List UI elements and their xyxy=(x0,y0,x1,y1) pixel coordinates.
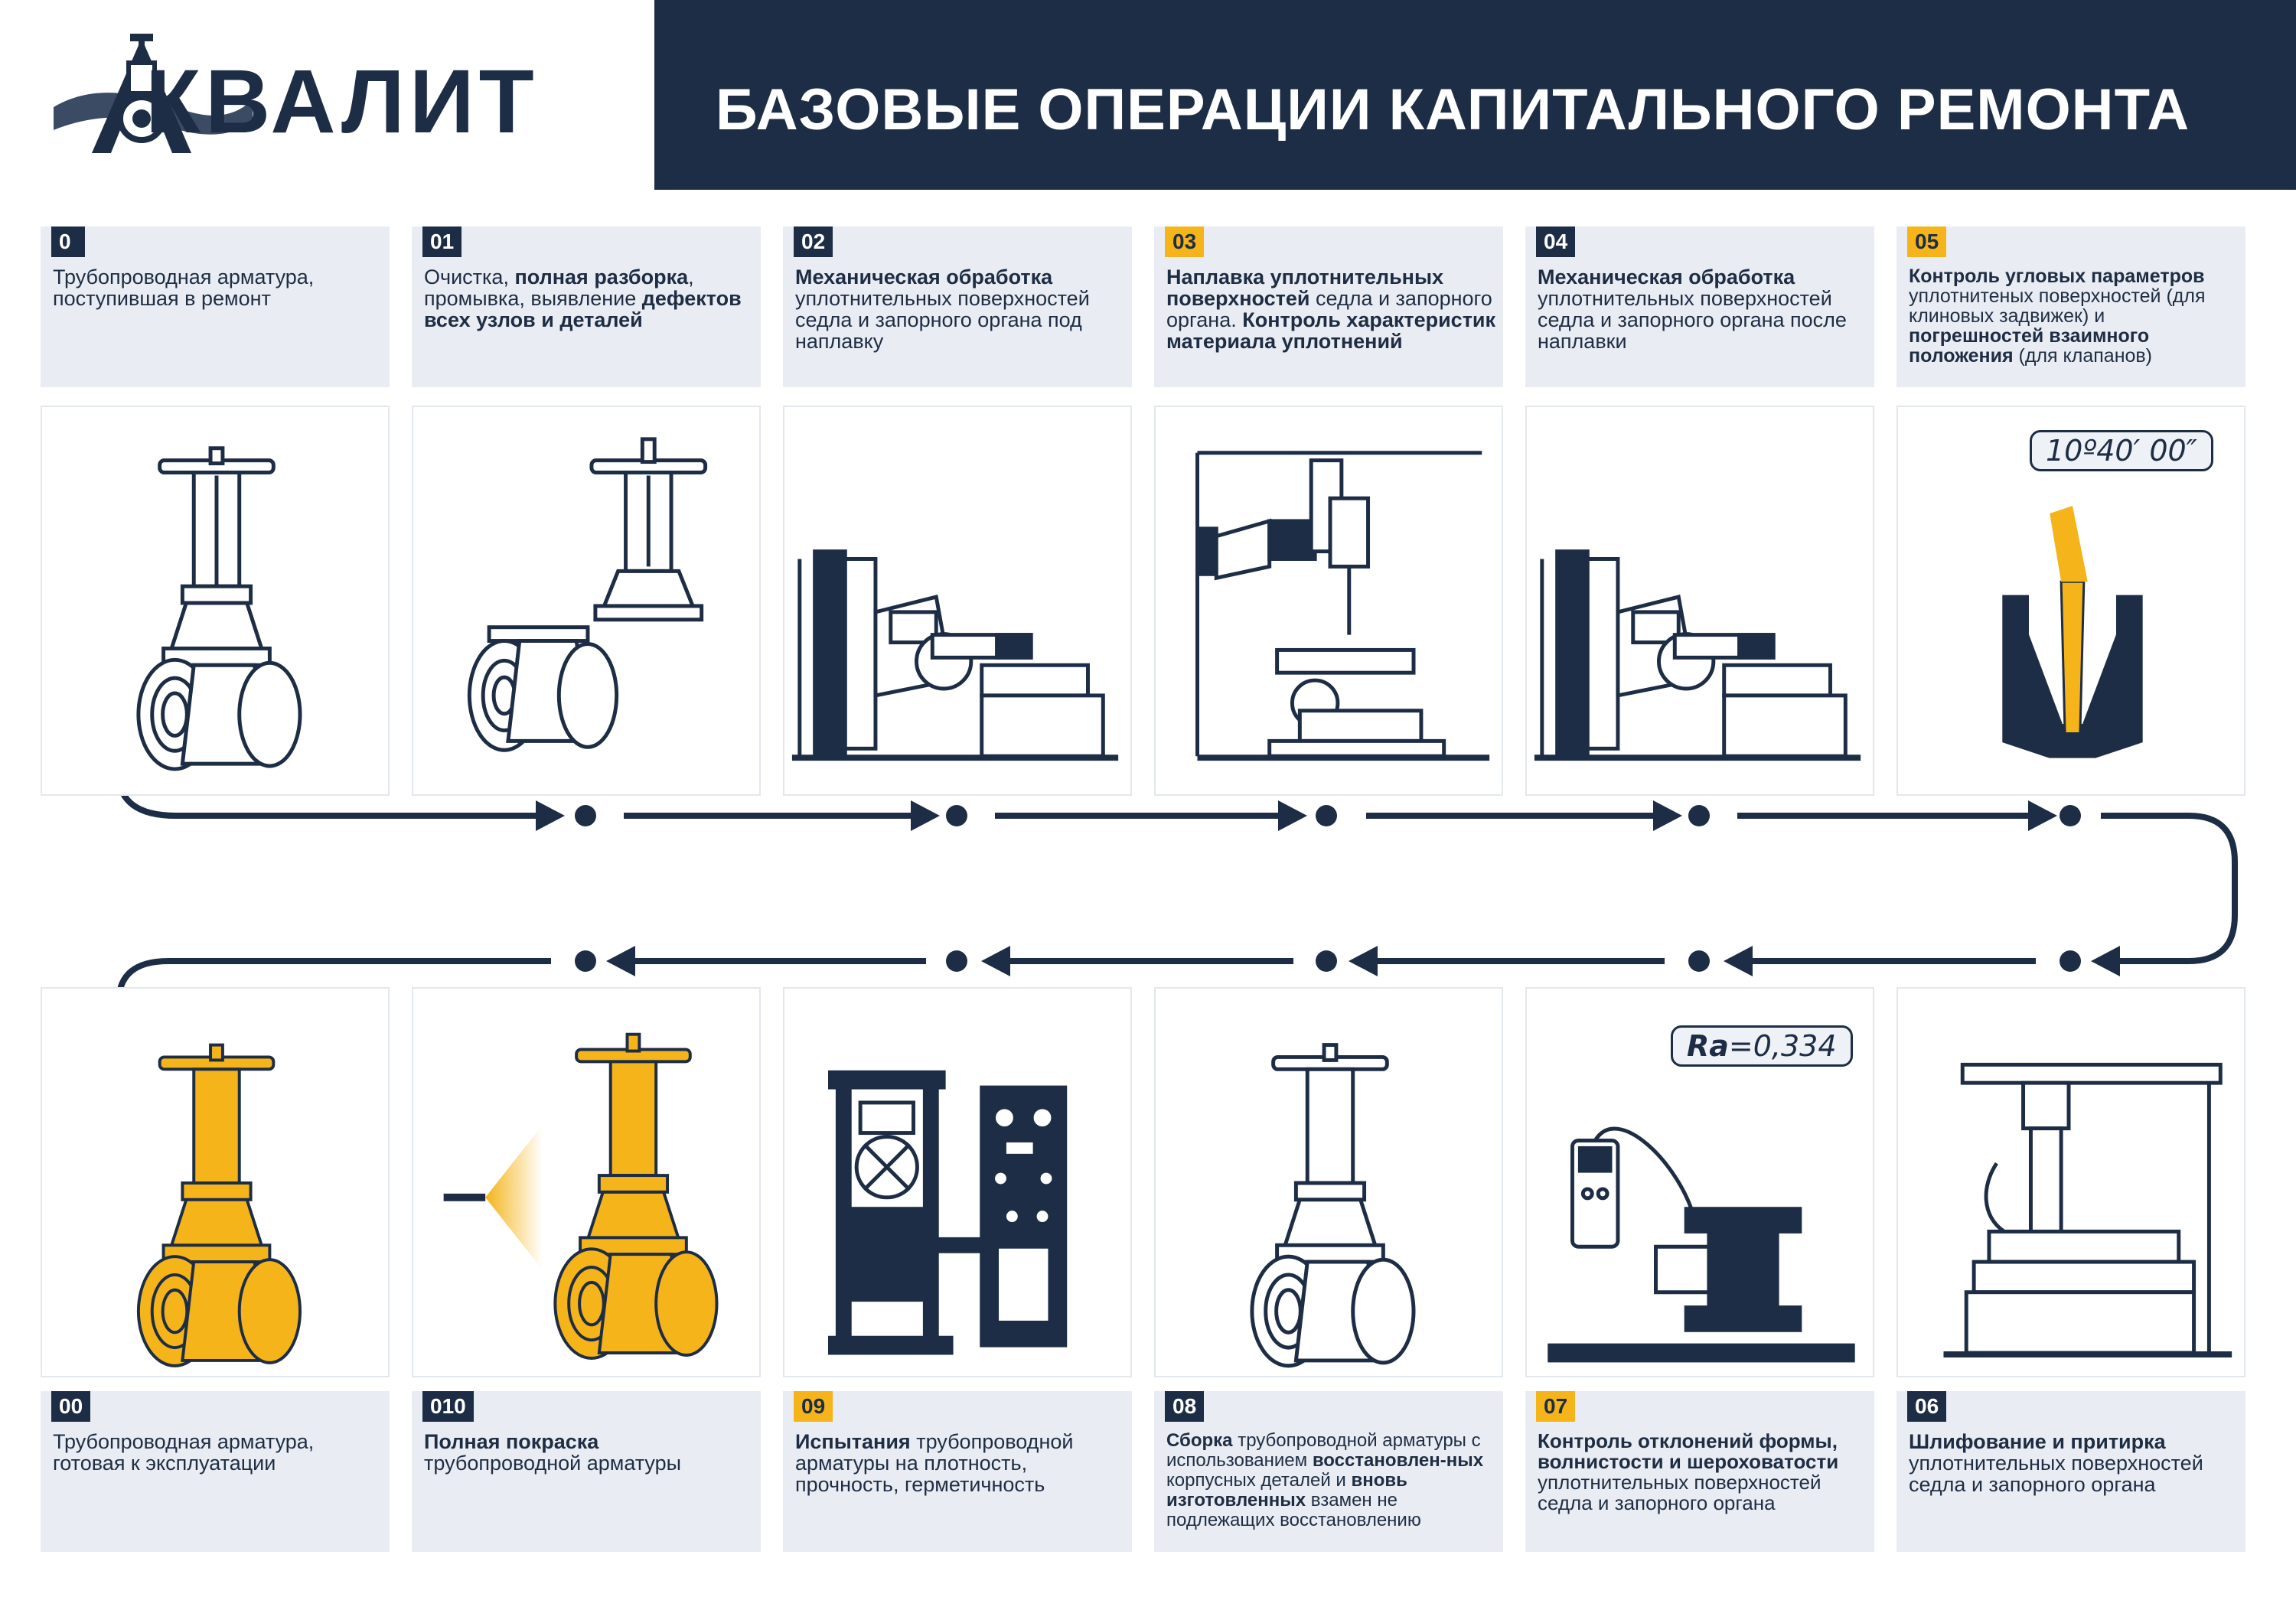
step-number: 02 xyxy=(794,227,833,257)
step-number: 00 xyxy=(51,1391,91,1422)
roughness-tester-icon xyxy=(1548,1126,1855,1363)
step-07-description: 07 Контроль отклонений формы, волнистост… xyxy=(1525,1391,1874,1552)
step-text: Контроль угловых параметров уплотнитеных… xyxy=(1909,266,2206,367)
step-text: Трубопроводная арматура, готовая к экспл… xyxy=(53,1430,315,1475)
step-03-description: 03 Наплавка уплотнительных поверхностей … xyxy=(1154,227,1503,387)
step-010-description: 010 Полная покраска трубопроводной армат… xyxy=(412,1391,761,1552)
step-number: 05 xyxy=(1907,227,1947,257)
step-number: 010 xyxy=(422,1391,474,1422)
company-logo xyxy=(46,23,597,161)
assembled-gate-valve-icon xyxy=(1250,1043,1416,1368)
step-00-illustration xyxy=(41,987,390,1377)
welding-robot-icon xyxy=(1195,451,1490,761)
step-text: Контроль отклонений формы, волнистости и… xyxy=(1538,1429,1839,1514)
gate-valve-icon xyxy=(136,446,302,771)
step-text: Механическая обработка уплотнительных по… xyxy=(1538,266,1847,353)
step-text: Сборка трубопроводной арматуры с использ… xyxy=(1166,1430,1484,1530)
step-06-illustration xyxy=(1896,987,2245,1377)
lathe-machining-icon xyxy=(791,549,1119,761)
step-01-illustration xyxy=(412,406,761,796)
roughness-readout-badge: Ra=0,334 xyxy=(1671,1025,1853,1067)
finished-gate-valve-icon xyxy=(136,1043,302,1367)
step-number: 07 xyxy=(1536,1391,1576,1422)
step-010-illustration xyxy=(412,987,761,1377)
step-06-description: 06 Шлифование и притирка уплотнительных … xyxy=(1896,1391,2245,1552)
angle-gauge-icon xyxy=(2002,506,2143,758)
test-bench-icon xyxy=(827,1070,1068,1355)
step-04-illustration xyxy=(1525,406,1874,796)
step-02-description: 02 Механическая обработка уплотнительных… xyxy=(783,227,1132,387)
step-09-illustration xyxy=(783,987,1132,1377)
lapping-machine-icon xyxy=(1943,1062,2232,1357)
step-number: 03 xyxy=(1165,227,1205,257)
step-00-description: 00 Трубопроводная арматура, готовая к эк… xyxy=(41,1391,390,1552)
step-text: Испытания трубопроводной арматуры на пло… xyxy=(795,1430,1074,1496)
step-number: 08 xyxy=(1165,1391,1205,1422)
logo-wordmark: КВАЛИТ xyxy=(145,51,539,152)
step-text: Полная покраска трубопроводной арматуры xyxy=(424,1430,682,1475)
disassembled-valve-icon xyxy=(467,437,708,752)
step-0-illustration xyxy=(41,406,390,796)
step-02-illustration xyxy=(783,406,1132,796)
paint-spray-icon xyxy=(443,1032,719,1360)
step-number: 01 xyxy=(422,227,462,257)
step-04-description: 04 Механическая обработка уплотнительных… xyxy=(1525,227,1874,387)
header-bar xyxy=(654,0,2296,190)
step-text: Наплавка уплотнительных поверхностей сед… xyxy=(1166,266,1496,353)
step-08-illustration xyxy=(1154,987,1503,1377)
valve-logo-icon xyxy=(54,34,253,153)
step-text: Механическая обработка уплотнительных по… xyxy=(795,266,1090,353)
step-08-description: 08 Сборка трубопроводной арматуры с испо… xyxy=(1154,1391,1503,1552)
step-01-description: 01 Очистка, полная разборка, промывка, в… xyxy=(412,227,761,387)
step-0-description: 0 Трубопроводная арматура, поступившая в… xyxy=(41,227,390,387)
step-09-description: 09 Испытания трубопроводной арматуры на … xyxy=(783,1391,1132,1552)
step-text: Трубопроводная арматура, поступившая в р… xyxy=(53,266,315,310)
lathe-machining-icon xyxy=(1534,549,1861,761)
step-number: 06 xyxy=(1907,1391,1947,1422)
step-05-description: 05 Контроль угловых параметров уплотните… xyxy=(1896,227,2245,387)
page-title: БАЗОВЫЕ ОПЕРАЦИИ КАПИТАЛЬНОГО РЕМОНТА xyxy=(716,77,2190,142)
step-text: Шлифование и притирка уплотнительных пов… xyxy=(1909,1430,2203,1496)
angle-readout-badge: 10º40′ 00″ xyxy=(2030,430,2213,471)
step-number: 04 xyxy=(1536,227,1576,257)
step-number: 09 xyxy=(794,1391,833,1422)
step-number: 0 xyxy=(51,227,85,257)
step-text: Очистка, полная разборка, промывка, выяв… xyxy=(424,266,742,331)
step-03-illustration xyxy=(1154,406,1503,796)
